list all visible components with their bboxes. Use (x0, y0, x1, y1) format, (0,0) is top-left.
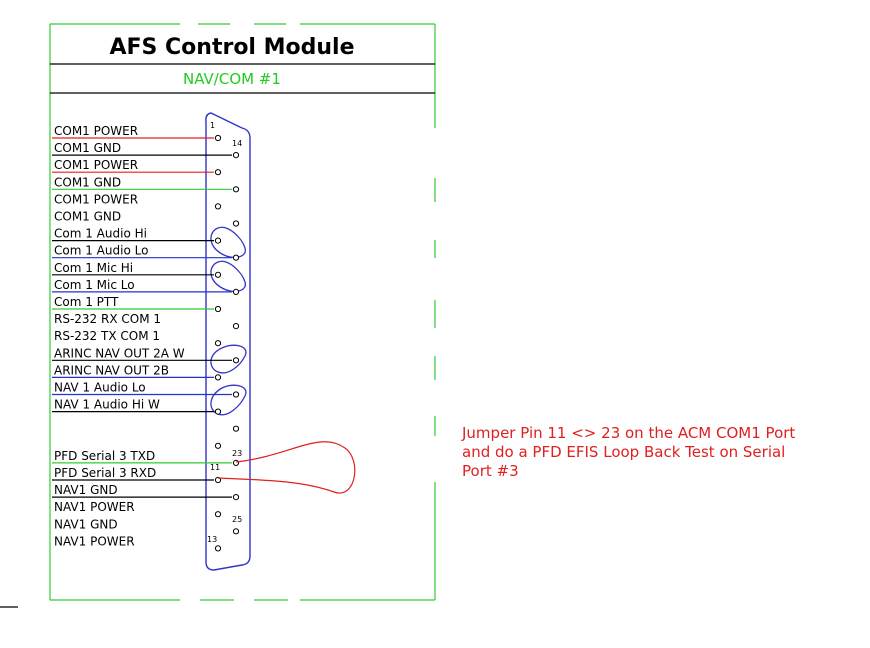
pin-contact (232, 152, 240, 159)
pin-label: ARINC NAV OUT 2A W (54, 346, 185, 360)
pin-contact (214, 203, 222, 210)
pin-number-11: 11 (210, 463, 220, 472)
pin-contact (214, 545, 222, 552)
module-frame (49, 23, 436, 601)
pin-contact (232, 288, 240, 295)
pin-number-labels: 1 14 23 11 25 13 (207, 121, 242, 544)
pin-contact (214, 134, 222, 142)
module-title: AFS Control Module (109, 35, 354, 60)
module-subtitle: NAV/COM #1 (183, 70, 281, 88)
pin-label: NAV1 POWER (54, 534, 135, 548)
pin-label: Com 1 PTT (54, 295, 119, 309)
jumper-note: Jumper Pin 11 <> 23 on the ACM COM1 Port… (461, 424, 795, 480)
pin-label: Com 1 Audio Lo (54, 244, 148, 258)
pin-circles (214, 134, 240, 552)
pin-label: RS-232 TX COM 1 (54, 329, 160, 343)
wires (52, 137, 232, 498)
pin-contact (214, 271, 222, 278)
twisted-pair-loops (210, 226, 247, 416)
pin-label: COM1 GND (54, 210, 121, 224)
jumper-wire-11-23 (217, 441, 356, 494)
pin-contact (214, 340, 222, 347)
pin-label: Com 1 Audio Hi (54, 227, 147, 241)
note-line-2: and do a PFD EFIS Loop Back Test on Seri… (462, 443, 785, 461)
pin-number-13: 13 (207, 535, 217, 544)
pin-contact (232, 459, 240, 466)
pin-contact (214, 374, 222, 381)
pin-label: NAV1 POWER (54, 500, 135, 514)
pin-label: COM1 POWER (54, 158, 138, 172)
pin-contact (214, 442, 222, 449)
twist-loop-arinc (210, 344, 247, 374)
pin-contact (214, 511, 222, 518)
pin-contact (232, 357, 240, 364)
pin-contact (214, 476, 222, 484)
pin-label: NAV 1 Audio Lo (54, 381, 146, 395)
note-line-3: Port #3 (462, 462, 519, 480)
db25-connector-shell (205, 112, 251, 571)
note-line-1: Jumper Pin 11 <> 23 on the ACM COM1 Port (461, 424, 795, 442)
pin-contact (232, 220, 240, 227)
pin-label: NAV1 GND (54, 483, 118, 497)
pin-label: NAV1 GND (54, 517, 118, 531)
pin-contact (232, 494, 240, 501)
pin-labels: COM1 POWER COM1 GND COM1 POWER COM1 GND COM1… (54, 124, 185, 548)
pin-label: PFD Serial 3 TXD (54, 449, 155, 463)
pin-contact (214, 169, 222, 176)
pin-contact (232, 323, 240, 330)
pin-contact (232, 254, 240, 261)
pin-number-1: 1 (210, 121, 215, 130)
pin-contact (232, 186, 240, 193)
pin-contact (214, 408, 222, 415)
pin-number-14: 14 (232, 139, 242, 148)
pin-contact (232, 528, 240, 535)
pin-label: Com 1 Mic Lo (54, 278, 135, 292)
pin-label: ARINC NAV OUT 2B (54, 363, 169, 377)
pin-contact (232, 391, 240, 398)
pin-label: Com 1 Mic Hi (54, 261, 133, 275)
pin-number-23: 23 (232, 449, 242, 458)
pin-label: RS-232 RX COM 1 (54, 312, 161, 326)
pin-number-25: 25 (232, 515, 242, 524)
pin-label: PFD Serial 3 RXD (54, 466, 156, 480)
pin-contact (232, 425, 240, 432)
pin-contact (214, 305, 222, 313)
pin-label: COM1 GND (54, 175, 121, 189)
pin-label: COM1 POWER (54, 124, 138, 138)
pin-label: NAV 1 Audio Hi W (54, 398, 160, 412)
pin-label: COM1 POWER (54, 192, 138, 206)
pin-label: COM1 GND (54, 141, 121, 155)
twist-loop-nav-audio (210, 384, 247, 416)
pin-contact (214, 237, 222, 244)
